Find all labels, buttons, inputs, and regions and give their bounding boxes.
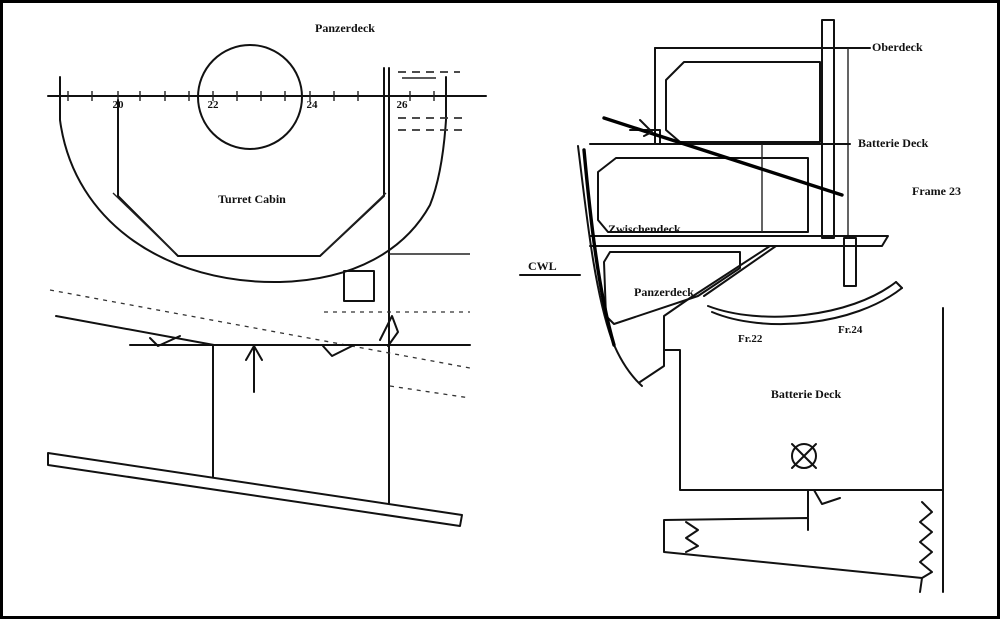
left-deck-label: Panzerdeck xyxy=(315,21,375,35)
barbette-outline xyxy=(59,76,447,284)
intermediate-deck xyxy=(589,235,889,247)
right-view-hull-section: Oberdeck Batterie Deck Frame 23 Zwischen… xyxy=(519,19,961,593)
upper-compartment xyxy=(665,61,821,143)
sloped-deck xyxy=(55,315,215,346)
outer-hull xyxy=(577,145,643,387)
lower-bulkhead xyxy=(663,349,809,518)
break-mark-right xyxy=(919,501,933,579)
frame-number-26: 26 xyxy=(397,99,409,111)
frame-24-label: Fr.24 xyxy=(838,324,863,336)
frame-number-20: 20 xyxy=(113,99,125,111)
armor-slope xyxy=(639,245,771,383)
left-view-turret-section: Panzerdeck 20 22 24 26 Turret Cabin xyxy=(47,21,487,527)
frame-arc-inner xyxy=(711,287,903,326)
lower-bracket xyxy=(813,489,841,505)
hatch-box xyxy=(343,270,375,302)
turret-cabin-outline xyxy=(117,67,385,257)
crossed-circle-icon xyxy=(791,443,817,469)
frame-number-24: 24 xyxy=(307,99,319,111)
turret-circle xyxy=(197,44,303,150)
arrowhead-icon xyxy=(639,119,653,137)
stanchion xyxy=(821,19,835,239)
bracket-1 xyxy=(149,335,181,347)
frame-ticks xyxy=(67,91,435,101)
lower-compartment xyxy=(603,251,741,325)
broken-bottom-plate xyxy=(663,517,923,593)
sloped-dashed-line-3 xyxy=(389,385,471,399)
armor-slope-inner xyxy=(703,245,777,297)
bracket-3 xyxy=(379,315,399,347)
lower-stanchion xyxy=(843,237,857,287)
cabin-chamfers xyxy=(112,192,387,254)
frame-23-label: Frame 23 xyxy=(912,184,961,198)
hull-armor-belt xyxy=(582,148,616,347)
middle-compartment xyxy=(597,157,809,233)
arrow-up-icon xyxy=(245,345,263,361)
bracket-2 xyxy=(322,345,353,357)
turret-cabin-label: Turret Cabin xyxy=(218,192,286,206)
armor-deck-label: Panzerdeck xyxy=(634,285,694,299)
lower-battery-deck-label: Batterie Deck xyxy=(771,387,842,401)
break-mark-left xyxy=(685,521,699,553)
deck-markers xyxy=(398,71,464,131)
upper-deck-label: Oberdeck xyxy=(872,40,923,54)
frame-22-label: Fr.22 xyxy=(738,333,763,345)
frame-number-22: 22 xyxy=(208,99,220,111)
intermediate-deck-label: Zwischendeck xyxy=(608,222,681,236)
battery-deck-label: Batterie Deck xyxy=(858,136,929,150)
frame-arc-outer xyxy=(707,281,897,318)
waterline-label: CWL xyxy=(528,259,557,273)
arc-end xyxy=(895,281,903,289)
diagonal-sight-line xyxy=(602,116,844,197)
hull-plate xyxy=(47,452,463,527)
